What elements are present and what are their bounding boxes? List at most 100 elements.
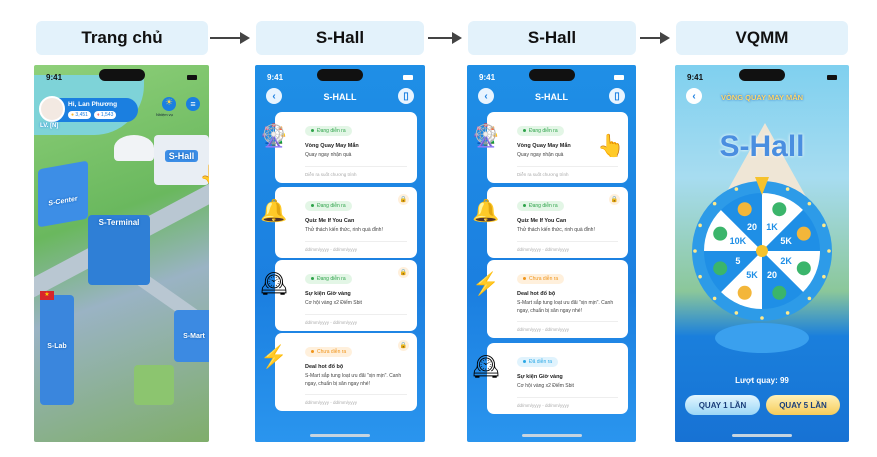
signal-icon xyxy=(403,74,413,80)
event-description: Cơ hội vàng x2 Điểm Sbit xyxy=(305,300,362,306)
spin-five-button[interactable]: QUAY 5 LẦN xyxy=(766,395,840,415)
wheel-pointer-icon xyxy=(755,177,769,195)
status-badge: Đang diễn ra xyxy=(517,200,564,211)
event-date: dd/mm/yyyy - dd/mm/yyyy xyxy=(517,396,618,408)
lightning-icon: ⚡ xyxy=(260,344,288,369)
home-indicator xyxy=(732,434,792,437)
dome xyxy=(114,135,154,161)
prize-icon xyxy=(737,285,752,300)
rim-light xyxy=(698,274,702,279)
rim-light xyxy=(807,201,812,206)
status-time: 9:41 xyxy=(479,72,496,82)
home-indicator xyxy=(310,434,370,437)
book-icon[interactable]: ▯ xyxy=(609,88,625,104)
level-badge: LV. [N] xyxy=(40,123,59,129)
bell-icon: 🔔 xyxy=(260,198,288,223)
shall-screen: 9:41 ‹ S-HALL ▯ 🎡 Đang diễn ra Vòng Quay… xyxy=(255,65,425,442)
segment-label: 1K xyxy=(766,222,778,232)
rim-light xyxy=(785,311,790,315)
rim-light xyxy=(712,201,717,206)
rim-light xyxy=(693,249,697,253)
step-title-shall: S-Hall xyxy=(256,21,424,55)
lock-icon: 🔒 xyxy=(398,267,409,278)
pointer-hand-icon: 👆 xyxy=(597,133,625,158)
dynamic-island xyxy=(98,69,145,81)
rim-light xyxy=(822,274,826,279)
rim-light xyxy=(734,311,739,315)
signal-icon xyxy=(827,74,837,80)
building-scenter[interactable]: S-Center xyxy=(38,160,88,228)
park xyxy=(134,365,174,405)
event-date: dd/mm/yyyy - dd/mm/yyyy xyxy=(305,240,407,252)
event-description: Quay ngay nhận quà xyxy=(517,152,564,158)
pointer-hand-icon: 👆 xyxy=(199,163,209,189)
home-screen: 9:41 Hi, Lan Phương ● 3,451 ♦ 1,543 LV. … xyxy=(34,65,209,442)
event-card[interactable]: 🔔 Đang diễn ra 🔒 Quiz Me If You Can Thử … xyxy=(260,187,417,258)
dynamic-island xyxy=(528,69,575,81)
building-slab[interactable]: S-Lab xyxy=(40,295,74,405)
event-title: Quiz Me If You Can xyxy=(305,218,355,224)
event-title: Vòng Quay May Mắn xyxy=(305,143,359,149)
back-button[interactable]: ‹ xyxy=(478,88,494,104)
rim-light xyxy=(827,249,831,253)
event-description: Quay ngay nhận quà xyxy=(305,152,352,158)
wheel-segment xyxy=(720,193,762,251)
event-date: Diễn ra suốt chương trình xyxy=(517,165,618,177)
greeting: Hi, Lan Phương xyxy=(68,101,118,108)
spin-once-button[interactable]: QUAY 1 LẦN xyxy=(685,395,760,415)
flow-arrow xyxy=(640,32,670,44)
event-card[interactable]: ⚡ Chưa diễn ra 🔒 Deal hot đổ bộ S-Mart s… xyxy=(260,333,417,411)
status-badge: Chưa diễn ra xyxy=(305,346,353,357)
building-shall[interactable]: S-Hall xyxy=(154,135,209,185)
book-icon[interactable]: ▯ xyxy=(398,88,414,104)
building-smart[interactable]: S-Mart xyxy=(174,310,209,362)
menu-icon[interactable]: ≡ xyxy=(186,97,200,111)
step-title-home: Trang chủ xyxy=(36,21,208,55)
status-badge: Đang diễn ra xyxy=(305,200,352,211)
segment-label: 2K xyxy=(780,256,792,266)
rim-light xyxy=(760,316,764,320)
segment-label: 5 xyxy=(735,256,740,266)
event-date: dd/mm/yyyy - dd/mm/yyyy xyxy=(305,394,407,405)
status-time: 9:41 xyxy=(267,72,284,82)
event-title: Sự kiện Giờ vàng xyxy=(305,291,351,297)
status-badge: Đã diễn ra xyxy=(517,356,559,367)
back-button[interactable]: ‹ xyxy=(266,88,282,104)
shall-screen-2: 9:41 ‹ S-HALL ▯ 🎡 Đang diễn ra Vòng Quay… xyxy=(467,65,636,442)
prize-icon xyxy=(772,202,787,217)
event-card[interactable]: 🎡 Đang diễn ra Vòng Quay May Mắn Quay ng… xyxy=(472,112,628,183)
event-date: dd/mm/yyyy - dd/mm/yyyy xyxy=(517,240,618,252)
clock-icon: 🕰 xyxy=(260,271,288,296)
event-description: Thử thách kiến thức, rinh quà đỉnh! xyxy=(517,227,595,233)
prize-icon xyxy=(713,226,728,241)
point-balance: ♦ 1,543 xyxy=(93,111,117,119)
building-sterminal[interactable]: S-Terminal xyxy=(88,215,150,285)
rim-light xyxy=(734,187,739,191)
prize-icon xyxy=(713,261,728,276)
event-card[interactable]: ⚡ Chưa diễn ra Deal hot đổ bộ S-Mart sắp… xyxy=(472,260,628,338)
event-title: Quiz Me If You Can xyxy=(517,218,567,224)
back-button[interactable]: ‹ xyxy=(686,88,702,104)
profile-card[interactable]: Hi, Lan Phương ● 3,451 ♦ 1,543 LV. [N] xyxy=(39,96,138,129)
status-badge: Đang diễn ra xyxy=(305,125,352,136)
status-badge: Chưa diễn ra xyxy=(517,273,565,284)
status-time: 9:41 xyxy=(687,72,704,82)
event-card[interactable]: 🕰 Đang diễn ra 🔒 Sự kiện Giờ vàng Cơ hội… xyxy=(260,260,417,331)
mission-button[interactable]: ☀ xyxy=(162,97,176,111)
event-card[interactable]: 🕰 Đã diễn ra Sự kiện Giờ vàng Cơ hội vàn… xyxy=(472,343,628,414)
coin-balance: ● 3,451 xyxy=(68,111,91,119)
clock-icon: 🕰 xyxy=(472,354,500,379)
home-indicator xyxy=(521,434,582,437)
event-title: Vòng Quay May Mắn xyxy=(517,143,571,149)
event-card[interactable]: 🔔 Đang diễn ra 🔒 Quiz Me If You Can Thử … xyxy=(472,187,628,258)
wheel-segment xyxy=(762,251,820,293)
rim-light xyxy=(698,223,702,228)
wheel-icon: 🎡 xyxy=(472,123,500,148)
avatar[interactable] xyxy=(39,96,65,122)
event-title: Deal hot đổ bộ xyxy=(517,291,556,297)
rim-light xyxy=(822,223,826,228)
bell-icon: 🔔 xyxy=(472,198,500,223)
event-card[interactable]: 🎡 Đang diễn ra Vòng Quay May Mắn Quay ng… xyxy=(260,112,417,183)
coin-icon: ● xyxy=(71,112,75,118)
